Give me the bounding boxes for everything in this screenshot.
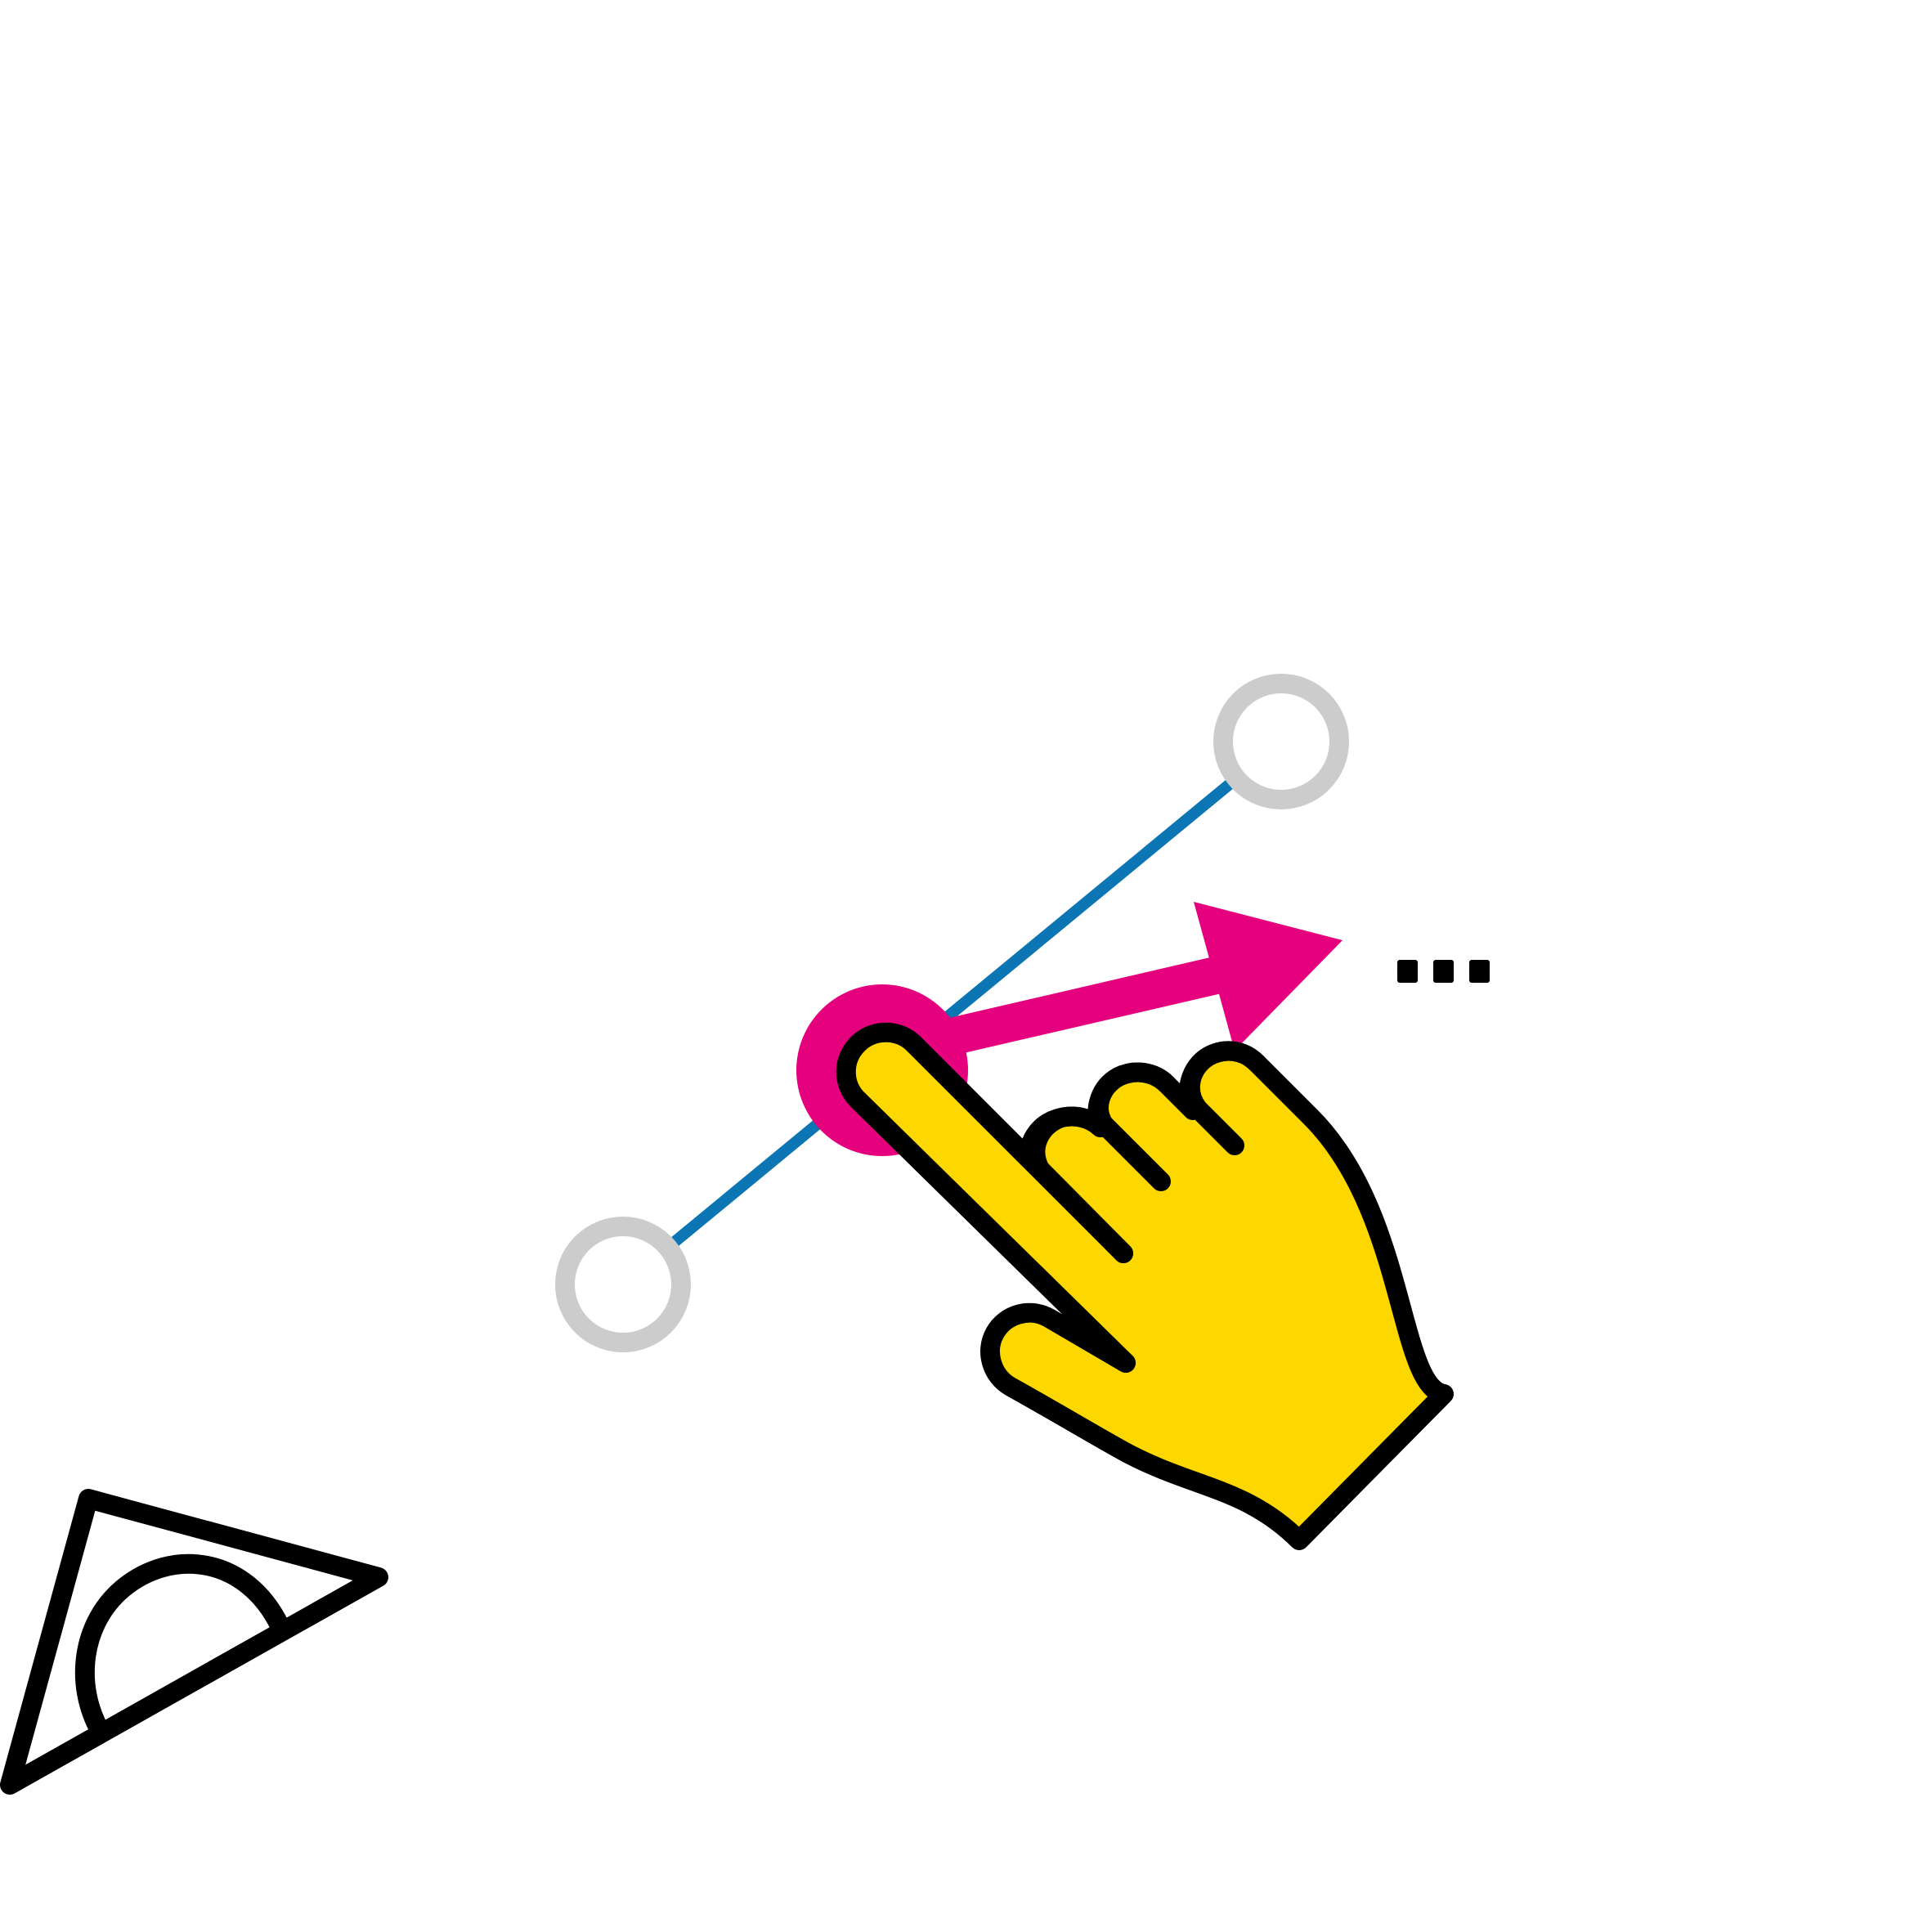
finger-line-pinky xyxy=(1180,1041,1266,1155)
drag-arrow-shaft xyxy=(903,957,1222,1065)
more-dots-icon xyxy=(1397,960,1490,983)
angle-arc xyxy=(74,1553,289,1741)
drag-arrow-head xyxy=(1194,902,1343,1051)
finger-line-ring xyxy=(1089,1062,1177,1191)
endpoint-handle-top-right[interactable] xyxy=(1213,674,1349,809)
thumb-line xyxy=(848,1090,1136,1373)
angle-icon xyxy=(0,1489,388,1795)
angle-triangle xyxy=(0,1489,388,1795)
pointing-hand-icon xyxy=(836,1022,1454,1550)
drag-arrow-icon xyxy=(903,902,1343,1065)
finger-line-middle xyxy=(1025,1106,1133,1263)
blue-line-segment xyxy=(619,737,1285,1289)
endpoint-handle-bottom-left[interactable] xyxy=(555,1217,691,1352)
hand-body xyxy=(836,1022,1454,1550)
